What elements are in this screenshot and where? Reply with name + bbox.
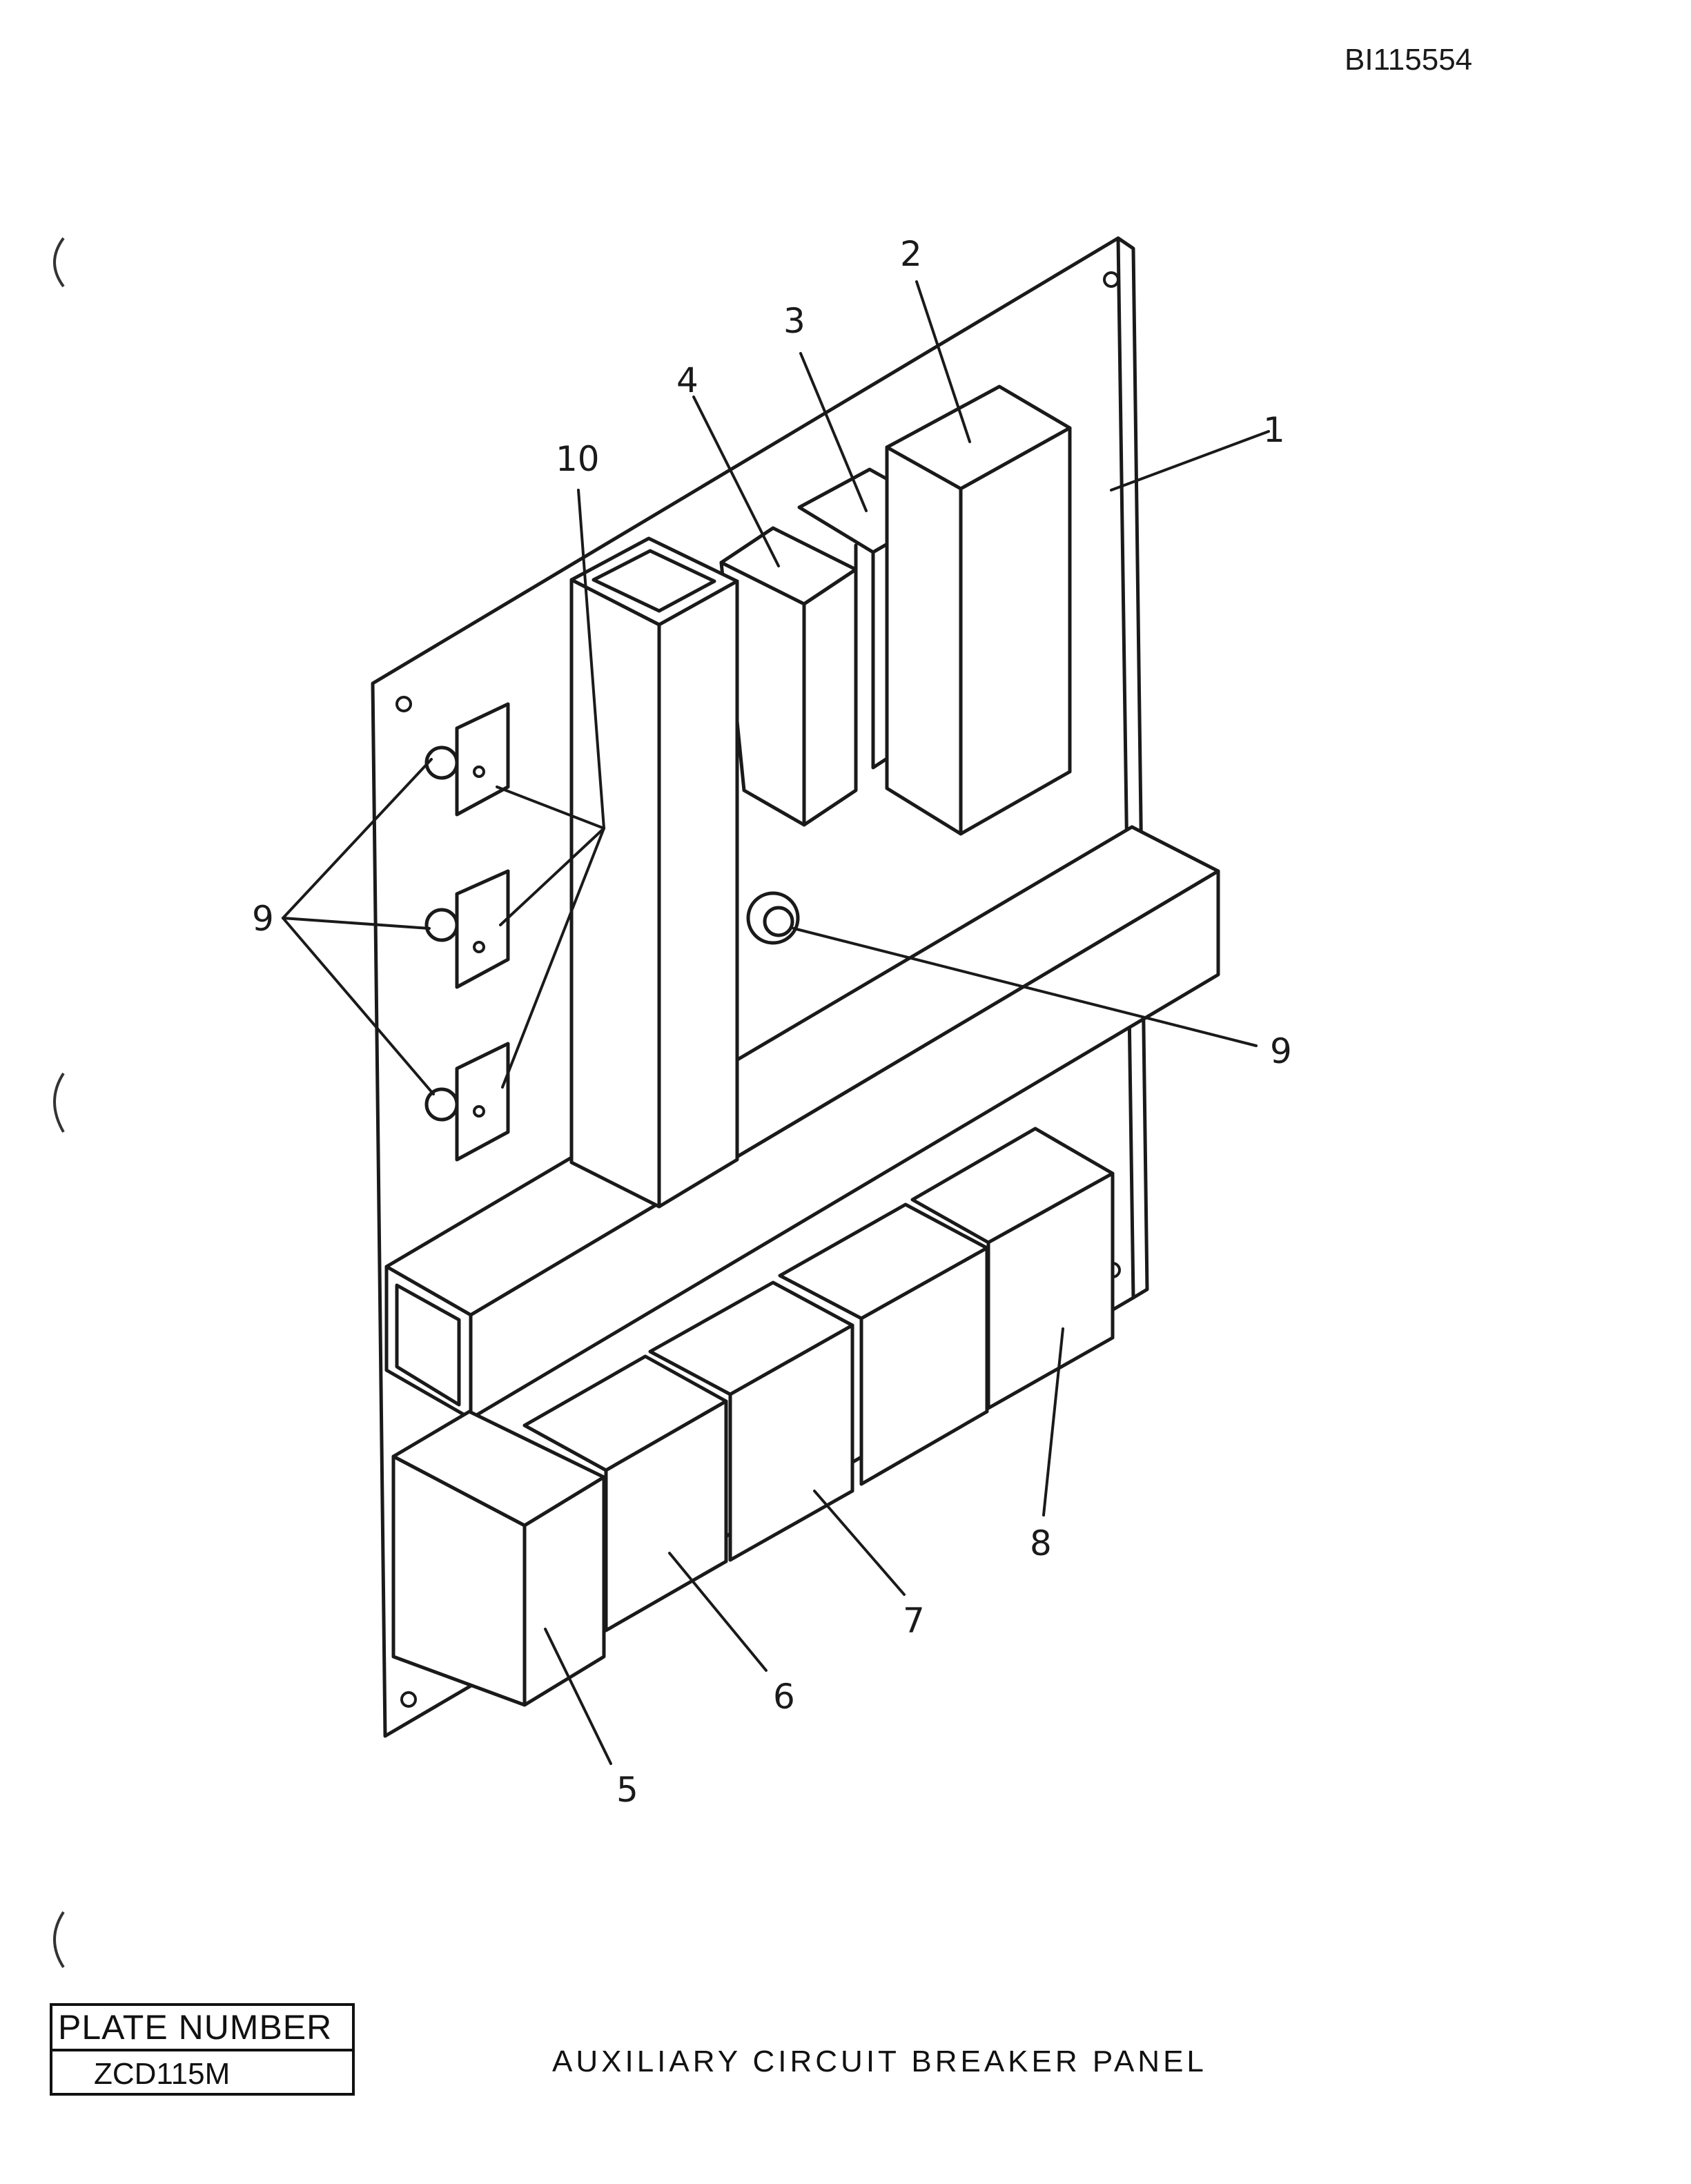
binder-punch-marks — [53, 237, 65, 1969]
vertical-tube — [569, 536, 739, 1209]
plate-number-box: PLATE NUMBER ZCD115M — [50, 2003, 355, 2096]
leader-lines — [282, 280, 1270, 1765]
callout-3: 3 — [783, 301, 805, 341]
callout-6: 6 — [773, 1677, 795, 1717]
breaker-6 — [522, 1354, 728, 1632]
callout-1: 1 — [1263, 410, 1285, 450]
callout-7: 7 — [903, 1601, 925, 1641]
breaker-7-back — [778, 1202, 989, 1486]
grommet-right — [746, 891, 800, 945]
callout-9-right: 9 — [1270, 1031, 1292, 1071]
callout-5: 5 — [616, 1770, 638, 1810]
callout-9-left: 9 — [252, 899, 274, 939]
breaker-2 — [885, 384, 1072, 836]
callout-8: 8 — [1030, 1523, 1052, 1563]
horizontal-tube — [384, 825, 1220, 1421]
document-id: BI115554 — [1345, 43, 1473, 77]
breaker-5 — [391, 1410, 606, 1707]
callout-2: 2 — [900, 234, 922, 274]
drawing-title: AUXILIARY CIRCUIT BREAKER PANEL — [552, 2045, 1207, 2078]
breaker-8 — [910, 1127, 1115, 1410]
plate-number: ZCD115M — [94, 2057, 231, 2091]
mounting-clips — [424, 702, 510, 1162]
callout-4: 4 — [676, 360, 698, 400]
callout-10: 10 — [556, 439, 600, 479]
breaker-4 — [719, 526, 858, 827]
plate-label: PLATE NUMBER — [52, 2006, 352, 2051]
